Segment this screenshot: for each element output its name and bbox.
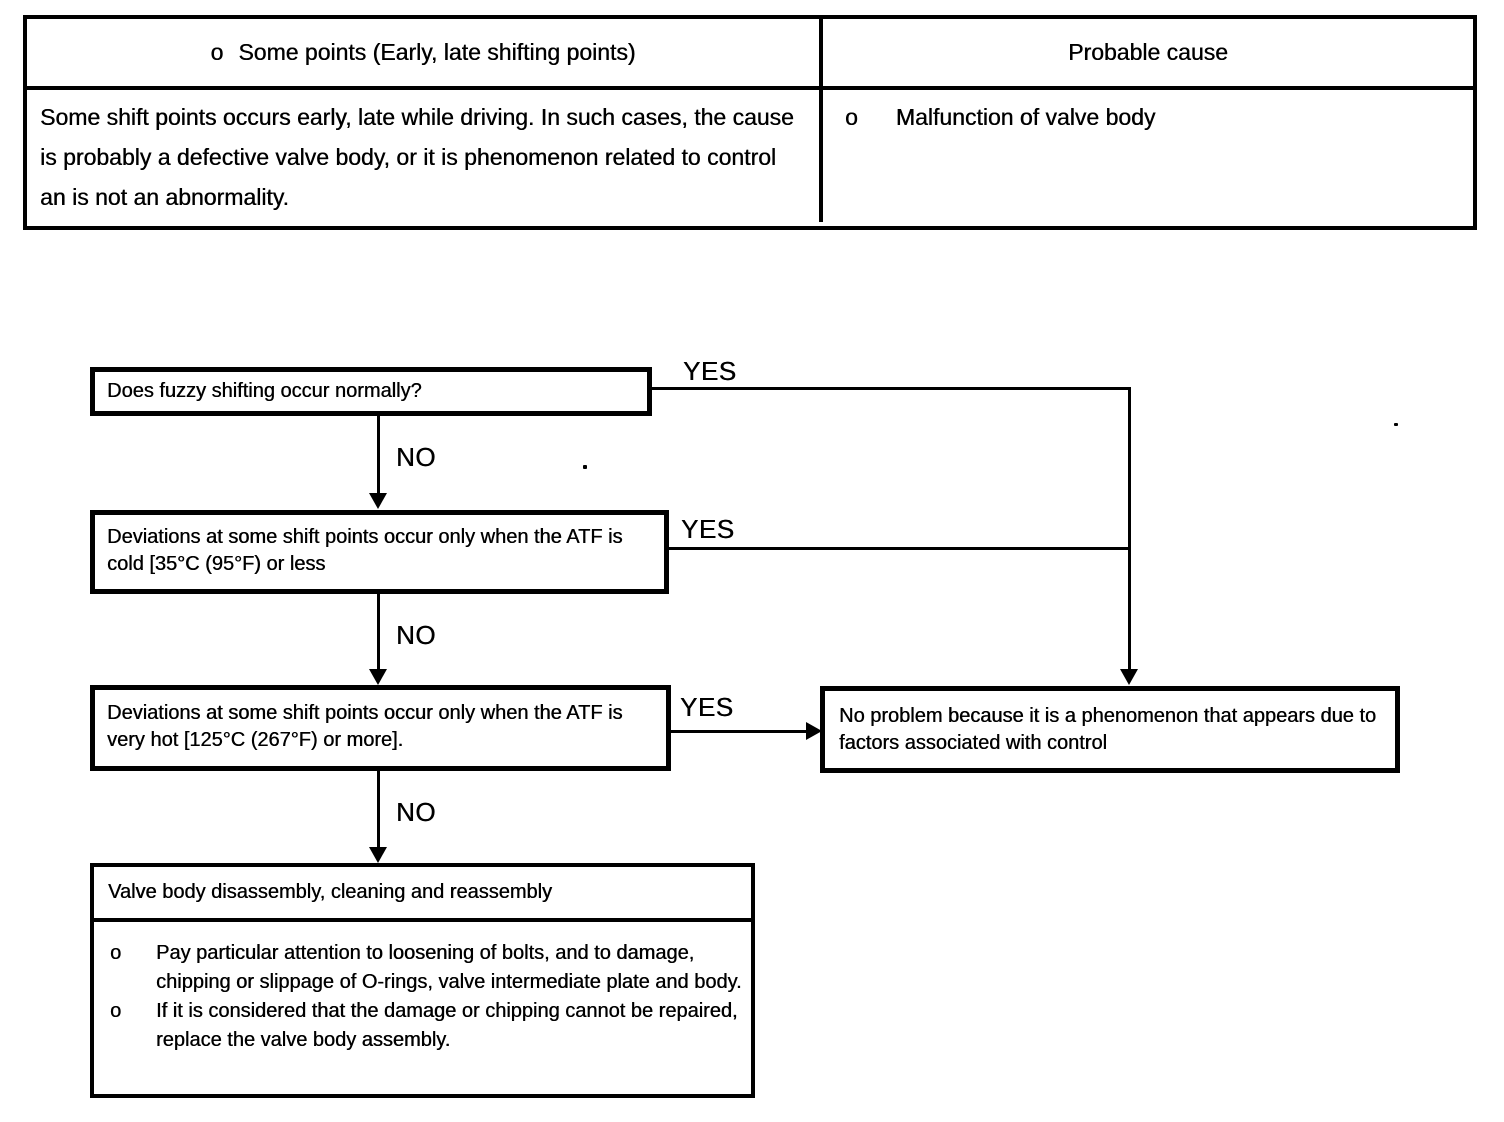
action-note-item: o If it is considered that the damage or…: [110, 997, 743, 1055]
cause-bullet: o: [845, 104, 858, 130]
note-text: Pay particular attention to loosening of…: [156, 942, 742, 993]
probable-cause-item: o Malfunction of valve body: [823, 90, 1473, 222]
cause-header-cell: Probable cause: [823, 19, 1473, 86]
q2-yes-connector-horizontal: [669, 547, 1130, 550]
q1-no-label: NO: [396, 442, 436, 472]
action-note-item: o Pay particular attention to loosening …: [110, 939, 743, 997]
flowchart-question-3: Deviations at some shift points occur on…: [90, 685, 671, 771]
q1-yes-label: YES: [683, 356, 737, 386]
note-bullet: o: [110, 942, 122, 964]
arrowhead-down-into-q3: [369, 669, 387, 685]
flowchart-question-1: Does fuzzy shifting occur normally?: [90, 367, 652, 416]
flowchart-result-no-problem: No problem because it is a phenomenon th…: [820, 686, 1400, 773]
flowchart-action-box: Valve body disassembly, cleaning and rea…: [90, 863, 755, 1098]
scan-artifact-dot: [583, 465, 587, 469]
q2-no-connector-vertical: [377, 593, 380, 671]
note-bullet: o: [110, 1000, 122, 1022]
q3-no-label: NO: [396, 797, 436, 827]
scan-artifact-dot: [1394, 423, 1398, 426]
flowchart-question-2: Deviations at some shift points occur on…: [90, 510, 669, 594]
q1-no-connector-vertical: [377, 416, 380, 495]
arrowhead-right-into-result: [806, 722, 822, 740]
arrowhead-down-into-action: [369, 847, 387, 863]
q2-no-label: NO: [396, 620, 436, 650]
symptom-description: Some shift points occurs early, late whi…: [27, 90, 823, 222]
table-header-row: o Some points (Early, late shifting poin…: [27, 19, 1473, 90]
q1-yes-connector-vertical: [1128, 387, 1131, 671]
q3-yes-connector-horizontal: [668, 730, 808, 733]
question-1-text: Does fuzzy shifting occur normally?: [107, 380, 422, 402]
cause-text: Malfunction of valve body: [895, 104, 1156, 130]
arrowhead-down-into-result: [1120, 669, 1138, 685]
action-title: Valve body disassembly, cleaning and rea…: [94, 867, 751, 922]
symptom-header-cell: o Some points (Early, late shifting poin…: [27, 19, 823, 86]
q1-yes-connector-horizontal: [652, 387, 1130, 390]
symptom-cause-table: o Some points (Early, late shifting poin…: [23, 15, 1477, 230]
table-body-row: Some shift points occurs early, late whi…: [27, 90, 1473, 222]
symptom-header-bullet: o: [210, 39, 224, 65]
q2-yes-label: YES: [681, 514, 735, 544]
q3-no-connector-vertical: [377, 771, 380, 849]
symptom-header-label: Some points (Early, late shifting points…: [238, 39, 636, 65]
action-notes: o Pay particular attention to loosening …: [94, 922, 751, 1055]
q3-yes-label: YES: [680, 692, 734, 722]
cause-header-label: Probable cause: [1068, 39, 1228, 65]
note-text: If it is considered that the damage or c…: [156, 1000, 738, 1051]
arrowhead-down-into-q2: [369, 493, 387, 509]
